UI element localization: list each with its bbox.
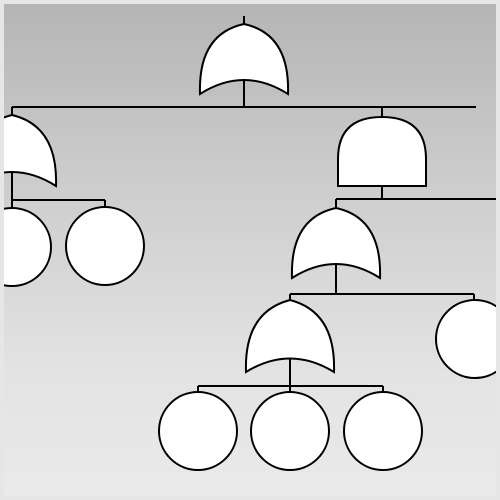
middle-or-gate (290, 206, 382, 280)
basic-event-5 (250, 391, 330, 471)
connectors (11, 16, 496, 392)
basic-event-6 (343, 391, 423, 471)
basic-event-3 (435, 299, 496, 379)
basic-event-4 (158, 391, 238, 471)
basic-event-2 (65, 206, 145, 286)
top-or-gate (198, 22, 290, 96)
lower-or-gate (244, 298, 336, 374)
left-or-gate (4, 113, 58, 188)
diagram-svg (4, 16, 496, 471)
right-and-gate (337, 115, 427, 187)
basic-event-1 (4, 207, 52, 287)
